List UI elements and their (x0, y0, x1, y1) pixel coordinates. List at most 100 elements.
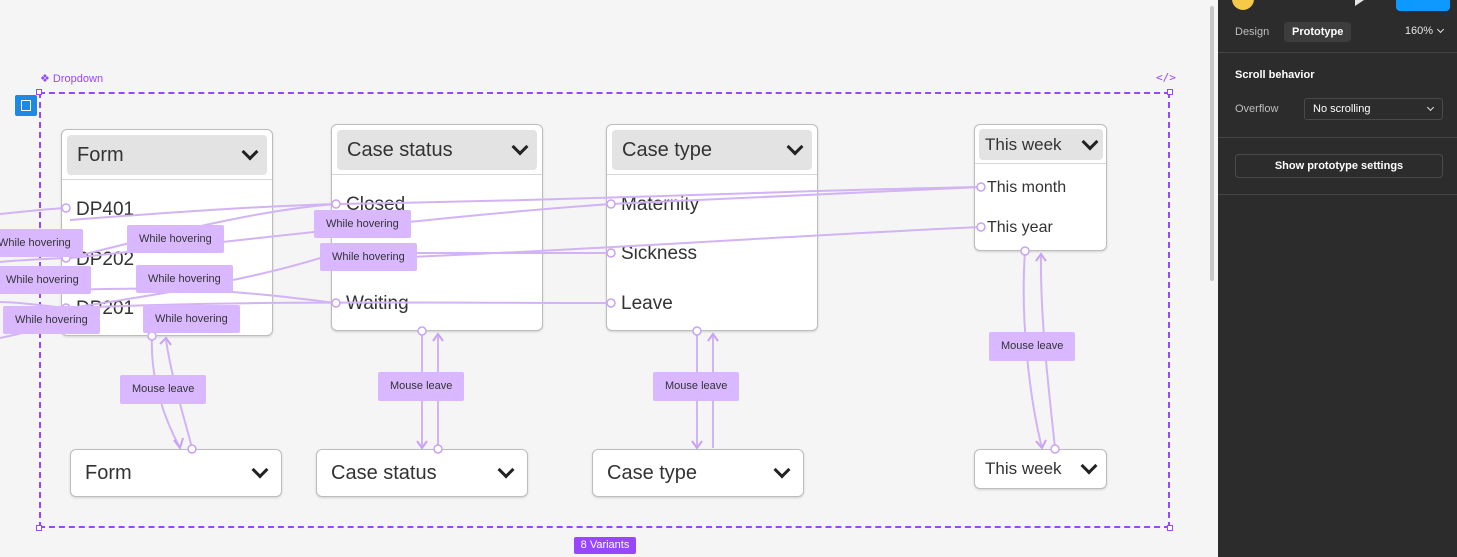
zoom-level[interactable]: 160% (1404, 25, 1445, 37)
connection-node (976, 222, 986, 232)
connection-node (976, 182, 986, 192)
resize-handle-top-left[interactable] (36, 89, 42, 95)
connection-line (69, 203, 337, 221)
component-set-label[interactable]: ❖ Dropdown (40, 73, 104, 85)
tab-prototype[interactable]: Prototype (1284, 22, 1352, 42)
divider (1218, 194, 1457, 195)
connection-line (0, 207, 67, 215)
connection-node (331, 199, 341, 209)
connection-line (0, 257, 67, 263)
dropdown-label: Case type (607, 461, 698, 484)
divider (607, 174, 817, 175)
arrowhead (1035, 252, 1047, 262)
frame-device-icon[interactable] (15, 95, 37, 116)
connection-line (69, 203, 337, 259)
arrowhead (1035, 439, 1047, 450)
option-item[interactable]: Leave (621, 293, 673, 314)
connection-node (417, 326, 427, 336)
option-item[interactable]: Sickness (621, 243, 698, 264)
overflow-select-value: No scrolling (1313, 103, 1371, 115)
divider (332, 174, 542, 175)
interaction-tag-while-hovering[interactable]: While hovering (136, 265, 233, 293)
avatar[interactable] (1232, 0, 1254, 10)
connection-node (606, 298, 616, 308)
dropdown-header-label: Case status (347, 138, 453, 161)
interaction-tag-mouse-leave[interactable]: Mouse leave (378, 372, 465, 401)
connection-node (1020, 246, 1030, 256)
scroll-behavior-title: Scroll behavior (1235, 69, 1315, 81)
connection-node (692, 326, 702, 336)
arrowhead (159, 336, 172, 346)
interaction-tag-while-hovering[interactable]: While hovering (0, 229, 83, 257)
dropdown-header-label: Case type (622, 138, 713, 161)
dropdown-case-type-closed[interactable]: Case type (592, 449, 804, 497)
dropdown-form-closed[interactable]: Form (70, 449, 282, 497)
dropdown-case-status-closed[interactable]: Case status (316, 449, 528, 497)
arrowhead (707, 332, 719, 342)
canvas-scrollbar[interactable] (1210, 6, 1214, 281)
arrowhead (416, 440, 428, 450)
dropdown-header[interactable]: Form (67, 135, 267, 175)
option-item[interactable]: Waiting (346, 293, 409, 314)
variants-badge[interactable]: 8 Variants (574, 537, 636, 554)
dropdown-header[interactable]: Case type (612, 130, 812, 170)
overflow-select[interactable]: No scrolling (1304, 98, 1443, 120)
option-item[interactable]: DP202 (76, 249, 135, 270)
play-icon[interactable] (1355, 0, 1364, 6)
connection-node (606, 248, 616, 258)
interaction-tag-mouse-leave[interactable]: Mouse leave (120, 375, 207, 404)
connection-node (61, 203, 71, 213)
interaction-tag-while-hovering[interactable]: While hovering (320, 243, 417, 271)
dropdown-header-label: Form (77, 143, 124, 166)
arrowhead (173, 437, 184, 451)
interaction-tag-mouse-leave[interactable]: Mouse leave (989, 332, 1076, 361)
dropdown-header[interactable]: Case status (337, 130, 537, 170)
zoom-value: 160% (1404, 25, 1433, 37)
connection-node (1050, 444, 1060, 454)
option-item[interactable]: Maternity (621, 194, 700, 215)
dropdown-this-week-closed[interactable]: This week (974, 449, 1107, 489)
divider (62, 179, 272, 180)
divider (1218, 52, 1457, 53)
interaction-tag-while-hovering[interactable]: While hovering (143, 305, 240, 333)
design-canvas[interactable]: ❖ Dropdown </> Form DP401 DP202 DP201 Ca… (0, 0, 1218, 557)
interaction-tag-while-hovering[interactable]: While hovering (314, 210, 411, 238)
properties-panel: Design Prototype 160% Scroll behavior Ov… (1218, 0, 1457, 557)
dropdown-case-type-open[interactable]: Case type Maternity Sickness Leave (606, 124, 818, 331)
dropdown-header[interactable]: This week (979, 129, 1103, 160)
dropdown-label: Case status (331, 461, 437, 484)
option-item[interactable]: This year (987, 219, 1053, 236)
divider (1218, 137, 1457, 138)
divider (975, 163, 1106, 164)
dropdown-header-label: This week (985, 134, 1062, 154)
show-prototype-settings-button[interactable]: Show prototype settings (1235, 154, 1443, 178)
connection-line (335, 226, 982, 261)
arrowhead (432, 332, 444, 342)
interaction-tag-while-hovering[interactable]: While hovering (127, 225, 224, 253)
connection-node (433, 444, 443, 454)
chevron-down-icon (1436, 25, 1445, 34)
overflow-label: Overflow (1235, 103, 1279, 115)
resize-handle-top-right[interactable] (1167, 89, 1173, 95)
dropdown-label: Form (85, 461, 132, 484)
chevron-down-icon (1426, 103, 1435, 112)
resize-handle-bottom-right[interactable] (1167, 525, 1173, 531)
interaction-tag-while-hovering[interactable]: While hovering (3, 306, 100, 334)
interaction-tag-mouse-leave[interactable]: Mouse leave (653, 372, 740, 401)
connection-node (606, 199, 616, 209)
code-icon[interactable]: </> (1156, 71, 1176, 84)
dropdown-form-open[interactable]: Form DP401 DP202 DP201 (61, 129, 273, 336)
dropdown-this-week-open[interactable]: This week This month This year (974, 124, 1107, 251)
option-item[interactable]: DP401 (76, 199, 135, 220)
resize-handle-bottom-left[interactable] (36, 525, 42, 531)
connection-line (335, 186, 982, 205)
connection-node (187, 444, 197, 454)
option-item[interactable]: This month (987, 179, 1067, 196)
share-button[interactable] (1396, 0, 1450, 11)
connection-node (147, 331, 157, 341)
option-item[interactable]: Closed (346, 194, 406, 215)
interaction-tag-while-hovering[interactable]: While hovering (0, 266, 91, 294)
connection-node (331, 298, 341, 308)
dropdown-case-status-open[interactable]: Case status Closed Waiting (331, 124, 543, 331)
tab-design[interactable]: Design (1235, 26, 1270, 38)
